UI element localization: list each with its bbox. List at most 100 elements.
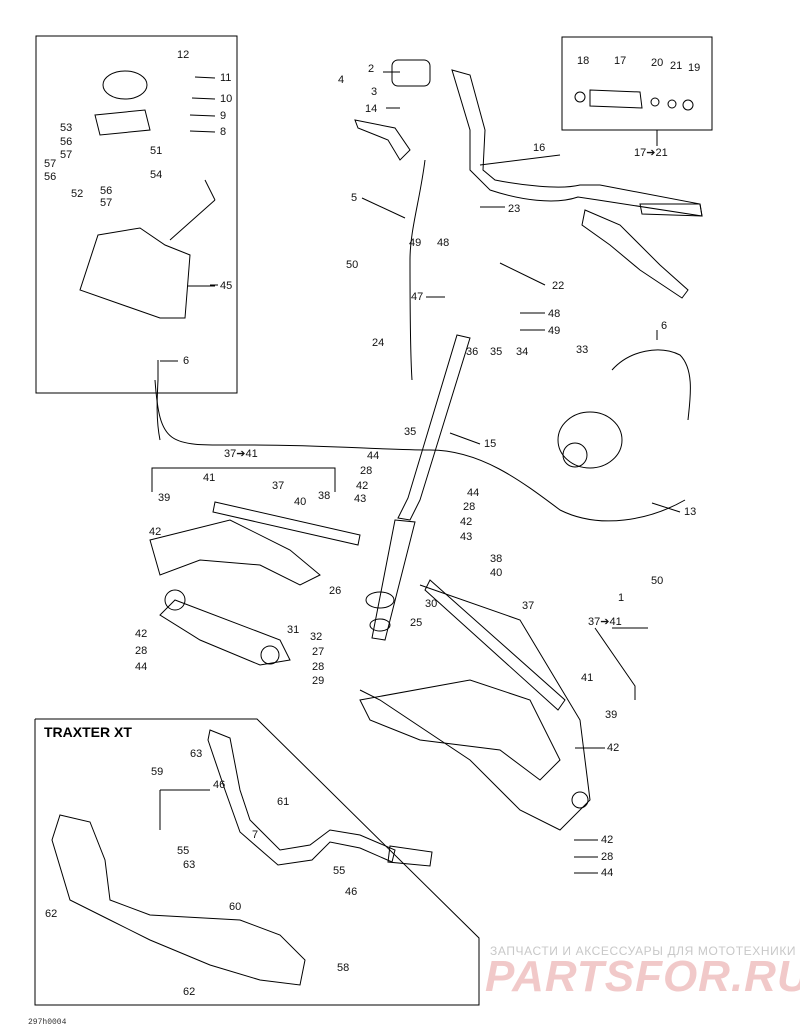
callout-48: 48 — [437, 237, 450, 249]
brake-lever-right — [581, 209, 689, 299]
callout-28: 28 — [601, 851, 614, 863]
callout-43: 43 — [354, 493, 367, 505]
callout-5: 5 — [351, 192, 358, 204]
callout-28: 28 — [135, 645, 148, 657]
callout-16: 16 — [533, 142, 546, 154]
xt-grip — [387, 845, 433, 867]
callout-21: 21 — [670, 60, 683, 72]
callout-58: 58 — [337, 962, 350, 974]
callout-19: 19 — [688, 62, 701, 74]
callout-2: 2 — [368, 63, 375, 75]
callout-44: 44 — [135, 661, 148, 673]
callout-40: 40 — [294, 496, 307, 508]
callout-32: 32 — [310, 631, 323, 643]
callout-23: 23 — [508, 203, 521, 215]
callout-37: 37 — [272, 480, 285, 492]
callout-24: 24 — [372, 337, 385, 349]
callout-57: 57 — [100, 197, 113, 209]
callout-46: 46 — [213, 779, 226, 791]
callout-28: 28 — [312, 661, 325, 673]
callout-44: 44 — [367, 450, 380, 462]
throttle-housing — [391, 59, 431, 87]
drawing-code: 297h0004 — [28, 1018, 67, 1027]
callout-49: 49 — [548, 325, 561, 337]
grip — [589, 89, 643, 109]
callout-63: 63 — [183, 859, 196, 871]
callout-33: 33 — [576, 344, 589, 356]
callout-59: 59 — [151, 766, 164, 778]
callout-30: 30 — [425, 598, 438, 610]
callout-8: 8 — [220, 126, 227, 138]
callout-51: 51 — [150, 145, 163, 157]
callout-45: 45 — [220, 280, 233, 292]
callout-1: 1 — [618, 592, 625, 604]
callout-55: 55 — [333, 865, 346, 877]
brake-lever-left — [354, 119, 411, 161]
speedometer — [102, 70, 148, 100]
callout-46: 46 — [345, 886, 358, 898]
callout-17: 17 — [614, 55, 627, 67]
a-arm-right — [359, 679, 561, 781]
tie-rod-right — [424, 579, 566, 711]
callout-37: 37 — [522, 600, 535, 612]
callout-12: 12 — [177, 49, 190, 61]
watermark-tagline: ЗАПЧАСТИ И АКСЕССУАРЫ ДЛЯ МОТОТЕХНИКИ — [490, 944, 797, 958]
tie-rod-left — [212, 501, 361, 546]
callout-44: 44 — [601, 867, 614, 879]
callout-54: 54 — [150, 169, 163, 181]
gauge-inset-box — [35, 35, 238, 394]
a-arm-upper-left — [149, 519, 321, 586]
handguard — [51, 814, 306, 986]
callout-4: 4 — [338, 74, 345, 86]
callout-57: 57 — [44, 158, 57, 170]
callout-61: 61 — [277, 796, 290, 808]
callout-48: 48 — [548, 308, 561, 320]
callout-39: 39 — [605, 709, 618, 721]
cable-6 — [611, 349, 691, 421]
callout-50: 50 — [346, 259, 359, 271]
a-arm-lower-left — [159, 599, 291, 666]
callout-40: 40 — [490, 567, 503, 579]
callout-42: 42 — [460, 516, 473, 528]
callout-42: 42 — [601, 834, 614, 846]
watermark-logo: PARTSFOR.RU — [485, 952, 800, 1001]
callout-9: 9 — [220, 110, 227, 122]
callout-22: 22 — [552, 280, 565, 292]
traxter-xt-inset-box — [34, 718, 480, 1006]
callout-15: 15 — [484, 438, 497, 450]
callout-28: 28 — [463, 501, 476, 513]
callout-17-21: 17➔21 — [634, 147, 668, 159]
callout-63: 63 — [190, 748, 203, 760]
callout-53: 53 — [60, 122, 73, 134]
callout-37-41: 37➔41 — [588, 616, 622, 628]
carburetor — [557, 411, 623, 469]
callout-35: 35 — [490, 346, 503, 358]
callout-36: 36 — [466, 346, 479, 358]
callout-35: 35 — [404, 426, 417, 438]
callout-13: 13 — [684, 506, 697, 518]
callout-41: 41 — [203, 472, 216, 484]
callout-10: 10 — [220, 93, 233, 105]
callout-34: 34 — [516, 346, 529, 358]
callout-20: 20 — [651, 57, 664, 69]
callout-6: 6 — [183, 355, 190, 367]
callout-14: 14 — [365, 103, 378, 115]
callout-38: 38 — [490, 553, 503, 565]
callout-44: 44 — [467, 487, 480, 499]
cable-5 — [409, 159, 426, 381]
switch-panel — [94, 109, 151, 136]
callout-3: 3 — [371, 86, 378, 98]
callout-31: 31 — [287, 624, 300, 636]
callout-50: 50 — [651, 575, 664, 587]
callout-28: 28 — [360, 465, 373, 477]
xt-handlebar — [207, 729, 396, 866]
callout-29: 29 — [312, 675, 325, 687]
callout-11: 11 — [220, 72, 232, 84]
grip-inset-box — [561, 36, 713, 131]
handlebar-grip-right — [639, 203, 703, 217]
inset-title: TRAXTER XT — [44, 724, 132, 740]
steering-column-lower — [371, 519, 416, 641]
callout-57: 57 — [60, 149, 73, 161]
callout-6: 6 — [661, 320, 668, 332]
headlight-cover — [79, 227, 191, 319]
